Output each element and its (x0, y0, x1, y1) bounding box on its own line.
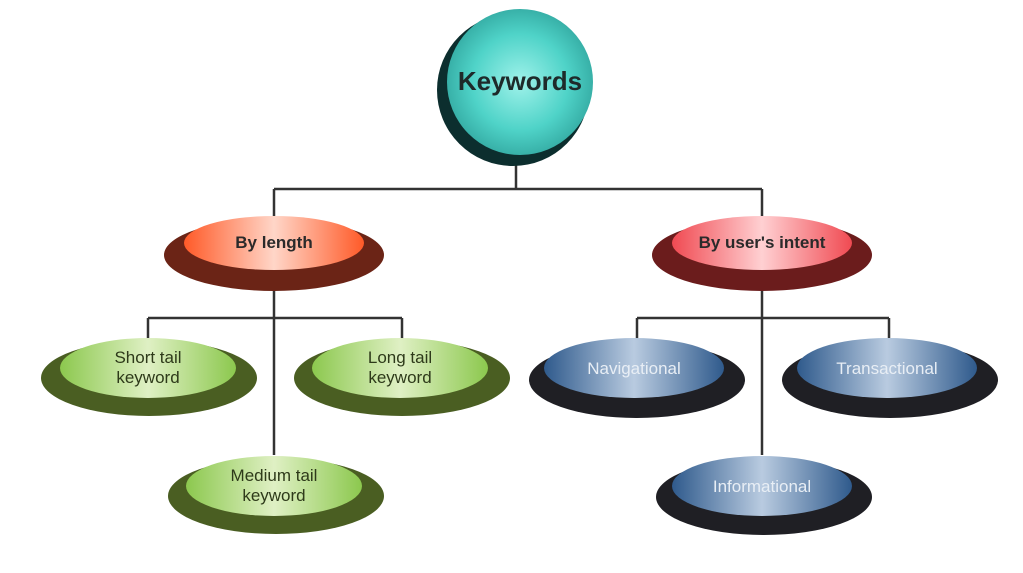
category-label-by-length: By length (235, 232, 313, 252)
leaf-label-short-tail: Short tail keyword (114, 347, 182, 387)
leaf-short-tail-shape (41, 338, 257, 416)
leaf-long-tail-shape (294, 338, 510, 416)
leaf-transactional-shape (782, 338, 998, 418)
leaf-label-informational: Informational (712, 476, 812, 496)
root-node-shape (437, 9, 593, 166)
connector-lines (146, 160, 891, 455)
leaf-label-navigational: Navigational (587, 358, 681, 378)
leaf-label-transactional: Transactional (836, 358, 938, 378)
leaf-navigational-shape (529, 338, 745, 418)
leaf-label-long-tail: Long tail keyword (367, 347, 433, 387)
root-label: Keywords (457, 66, 583, 97)
leaf-informational-shape (656, 456, 872, 535)
connector-root (272, 160, 764, 218)
leaf-label-medium-tail: Medium tail keyword (230, 465, 318, 505)
category-label-by-intent: By user's intent (698, 232, 826, 252)
leaf-medium-tail-shape (168, 456, 384, 534)
connector-intent (635, 282, 891, 455)
category-by-intent-shape (652, 216, 872, 291)
connector-length (146, 282, 404, 455)
category-by-length-shape (164, 216, 384, 291)
